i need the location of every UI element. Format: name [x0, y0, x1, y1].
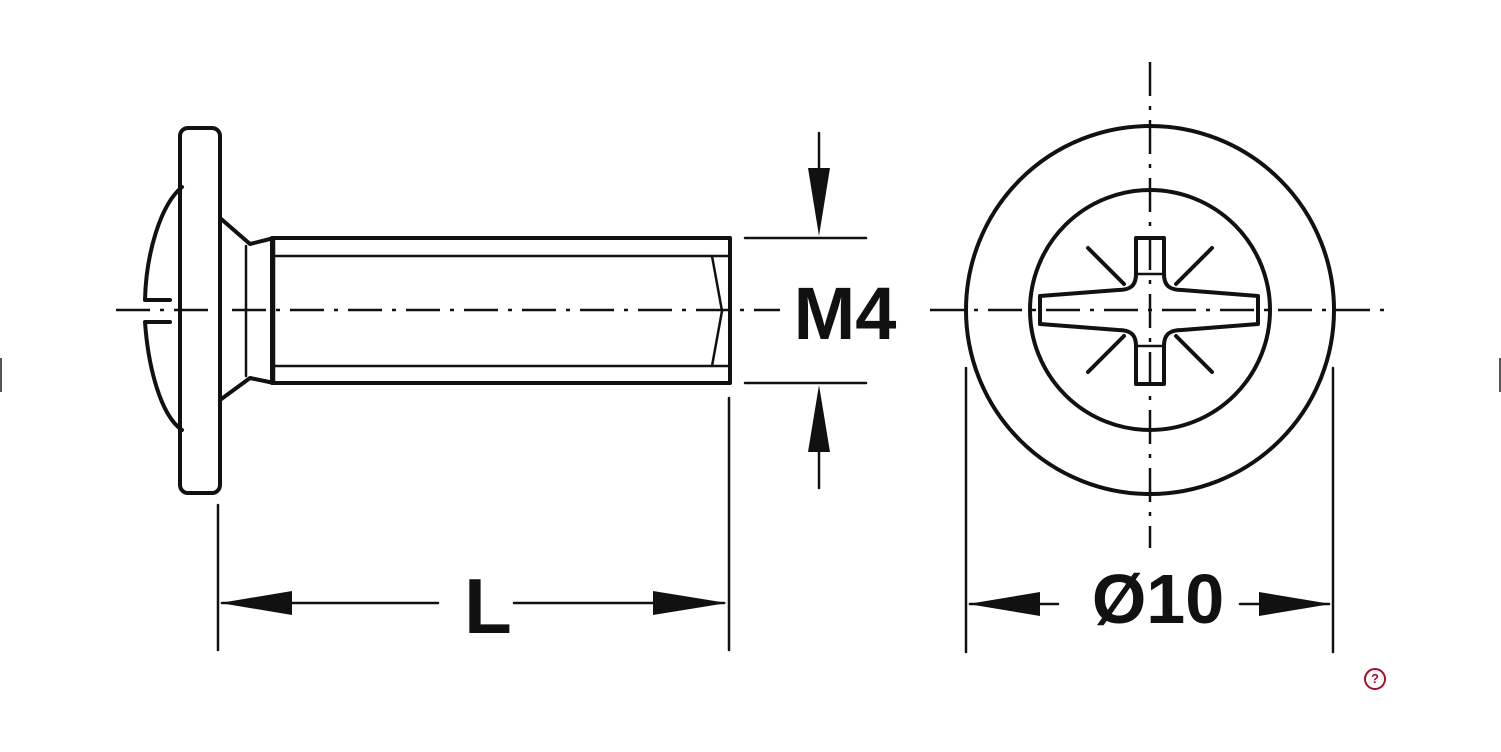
thread-dimension: M4: [743, 131, 897, 490]
screw-head-dome: [143, 185, 184, 432]
m4-arrow-bottom: [808, 385, 830, 452]
screw-side-view: [116, 126, 780, 495]
screw-end-view: [930, 62, 1386, 548]
right-edge-marker: [1499, 358, 1501, 392]
length-dimension: L: [216, 396, 731, 652]
diameter-dimension: Ø10: [964, 366, 1335, 654]
recess-inner-lines: [1134, 272, 1166, 348]
length-arrow-left: [220, 591, 292, 615]
left-edge-marker: [0, 358, 2, 392]
pozidrive-recess: [1038, 236, 1260, 386]
thread-size-label: M4: [794, 272, 897, 355]
question-circle-icon: ?: [1371, 671, 1379, 686]
screw-shank: [270, 236, 732, 385]
pozi-mark-nw: [1086, 246, 1126, 286]
diameter-label: Ø10: [1092, 560, 1224, 638]
help-button[interactable]: ?: [1364, 668, 1386, 690]
screw-underhead-cone: [218, 216, 276, 402]
pozi-mark-se: [1174, 334, 1214, 374]
diameter-arrow-right: [1259, 592, 1331, 616]
length-label: L: [464, 562, 512, 650]
pozi-mark-sw: [1086, 334, 1126, 374]
m4-arrow-top: [808, 168, 830, 236]
diameter-arrow-left: [968, 592, 1040, 616]
length-arrow-right: [653, 591, 727, 615]
pozi-mark-ne: [1174, 246, 1214, 286]
